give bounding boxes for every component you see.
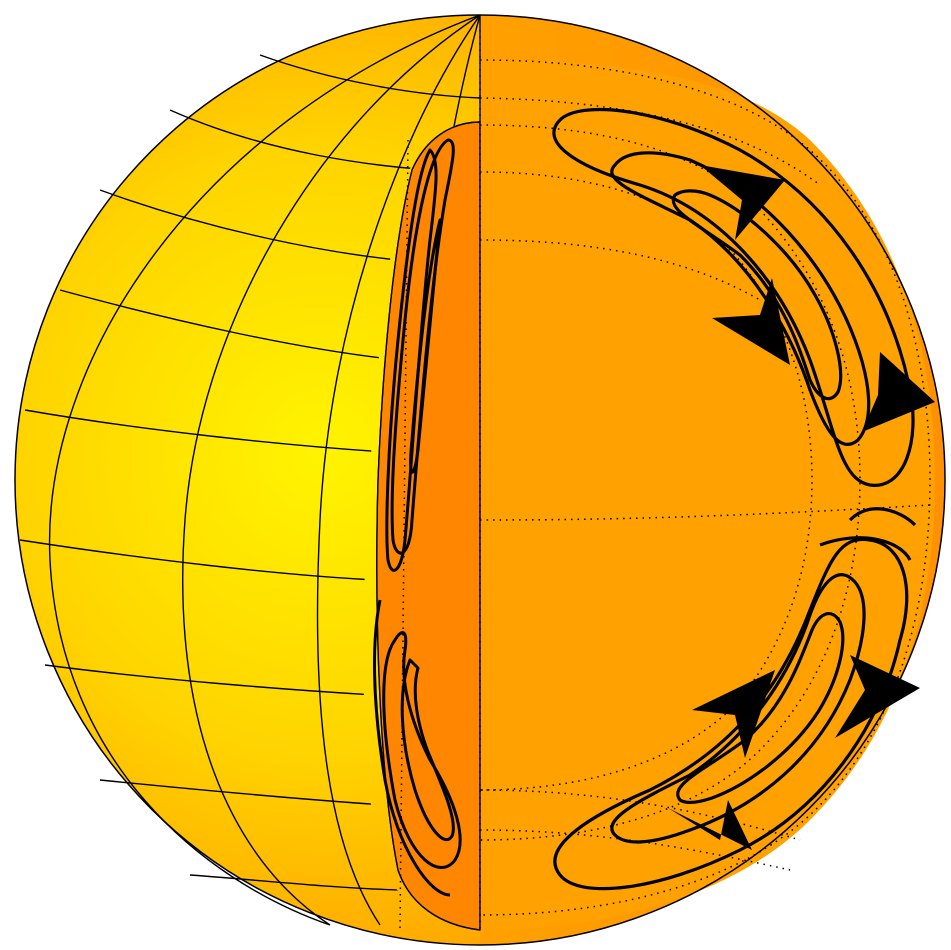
sphere-diagram: [0, 0, 951, 950]
figure: [0, 0, 951, 950]
